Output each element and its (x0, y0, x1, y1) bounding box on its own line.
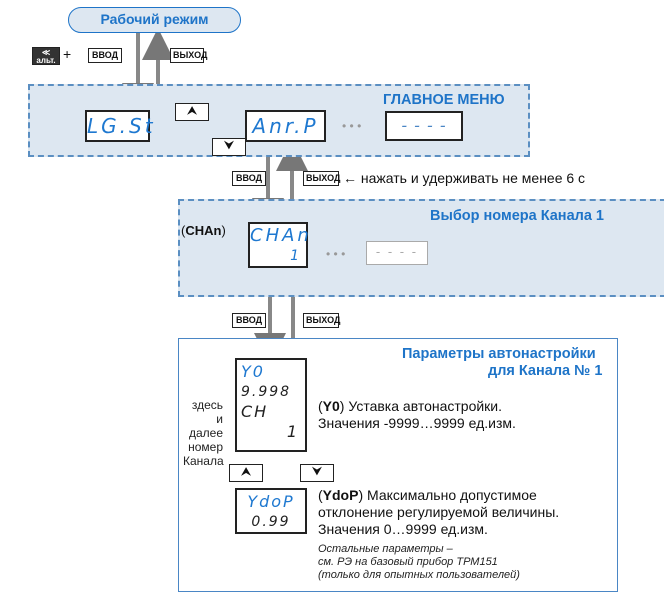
double-up-chevron-icon: ⮝ (187, 105, 197, 117)
plus-sign: + (63, 46, 72, 62)
dash-display: - - - - (385, 111, 463, 141)
ydop-code: YdoP (322, 487, 359, 503)
double-down-chevron-icon: ⮟ (312, 466, 322, 478)
main-menu-title: ГЛАВНОЕ МЕНЮ (383, 92, 505, 108)
y0-display-top: Y0 (241, 362, 265, 381)
chan-display: CHAn 1 (248, 222, 312, 268)
channel-gray-display: - - - - (366, 241, 428, 265)
chan-display-top: CHAn (250, 225, 312, 246)
exit-key-2[interactable]: ВЫХОД (303, 313, 340, 328)
y0-display: Y0 9.998 CH 1 (235, 358, 307, 452)
chan-param-code: (CHAn) (181, 223, 226, 238)
ydop-display: YdoP 0.99 (235, 488, 307, 534)
down-arrow-button-2[interactable]: ⮟ (300, 464, 334, 482)
y0-display-ch: CH (241, 402, 269, 421)
footnote-line-2: см. РЭ на базовый прибор ТРМ151 (318, 556, 498, 568)
channel-select-title: Выбор номера Канала 1 (430, 208, 604, 224)
side-note-line-2: и далее (188, 412, 223, 440)
double-down-chevron-icon: ⮟ (224, 140, 234, 152)
y0-display-value: 9.998 (241, 384, 292, 400)
ydop-description: (YdoP) Максимально допустимое отклонение… (318, 487, 560, 537)
ydop-desc-line3: Значения 0…9999 ед.изм. (318, 521, 488, 537)
anrp-display: Anr.P (245, 110, 326, 142)
channel-side-note: здесь и далее номер Канала (183, 398, 224, 468)
exit-key-top[interactable]: ВЫХОД (170, 48, 207, 63)
y0-desc-line1: Уставка автонастройки. (344, 398, 503, 414)
footnote: Остальные параметры – см. РЭ на базовый … (318, 543, 520, 582)
main-menu-ellipsis: • • • (342, 119, 362, 133)
ydop-display-value: 0.99 (251, 514, 291, 530)
double-up-chevron-icon: ⮝ (241, 466, 251, 478)
lgst-display: LG.St (85, 110, 153, 142)
autotune-title-line2: для Канала № 1 (488, 363, 603, 379)
work-mode-label: Рабочий режим (100, 11, 209, 27)
enter-key-combo[interactable]: ВВОД (88, 48, 122, 63)
y0-description: (Y0) Уставка автонастройки. Значения -99… (318, 398, 516, 431)
alt-key[interactable]: ≪ альт. (32, 47, 60, 65)
exit-key-1[interactable]: ВЫХОД (303, 171, 340, 186)
hold-hint: ← нажать и удерживать не менее 6 с (343, 170, 586, 186)
side-note-line-3: номер (188, 440, 223, 454)
channel-ellipsis: • • • (326, 247, 346, 261)
up-arrow-button-2[interactable]: ⮝ (229, 464, 263, 482)
y0-desc-line2: Значения -9999…9999 ед.изм. (318, 415, 516, 431)
ydop-display-top: YdoP (247, 492, 295, 511)
chan-code: CHAn (185, 223, 222, 238)
side-note-line-4: Канала (183, 454, 224, 468)
alt-key-label: альт. (36, 56, 56, 65)
double-left-chevron-icon: ≪ (41, 48, 51, 57)
side-note-line-1: здесь (191, 398, 223, 412)
ydop-desc-line2: отклонение регулируемой величины. (318, 504, 560, 520)
y0-display-ch-num: 1 (286, 422, 299, 441)
footnote-line-3: (только для опытных пользователей) (318, 569, 520, 581)
work-mode-node: Рабочий режим (68, 7, 241, 33)
ydop-desc-line1: Максимально допустимое (363, 487, 537, 503)
enter-key-2[interactable]: ВВОД (232, 313, 266, 328)
enter-key-1[interactable]: ВВОД (232, 171, 266, 186)
autotune-title-line1: Параметры автонастройки (402, 346, 596, 362)
chan-display-bottom: 1 (290, 248, 302, 264)
footnote-line-1: Остальные параметры – (318, 543, 453, 555)
y0-code: Y0 (322, 398, 340, 414)
up-arrow-button[interactable]: ⮝ (175, 103, 209, 121)
down-arrow-button[interactable]: ⮟ (212, 138, 246, 156)
